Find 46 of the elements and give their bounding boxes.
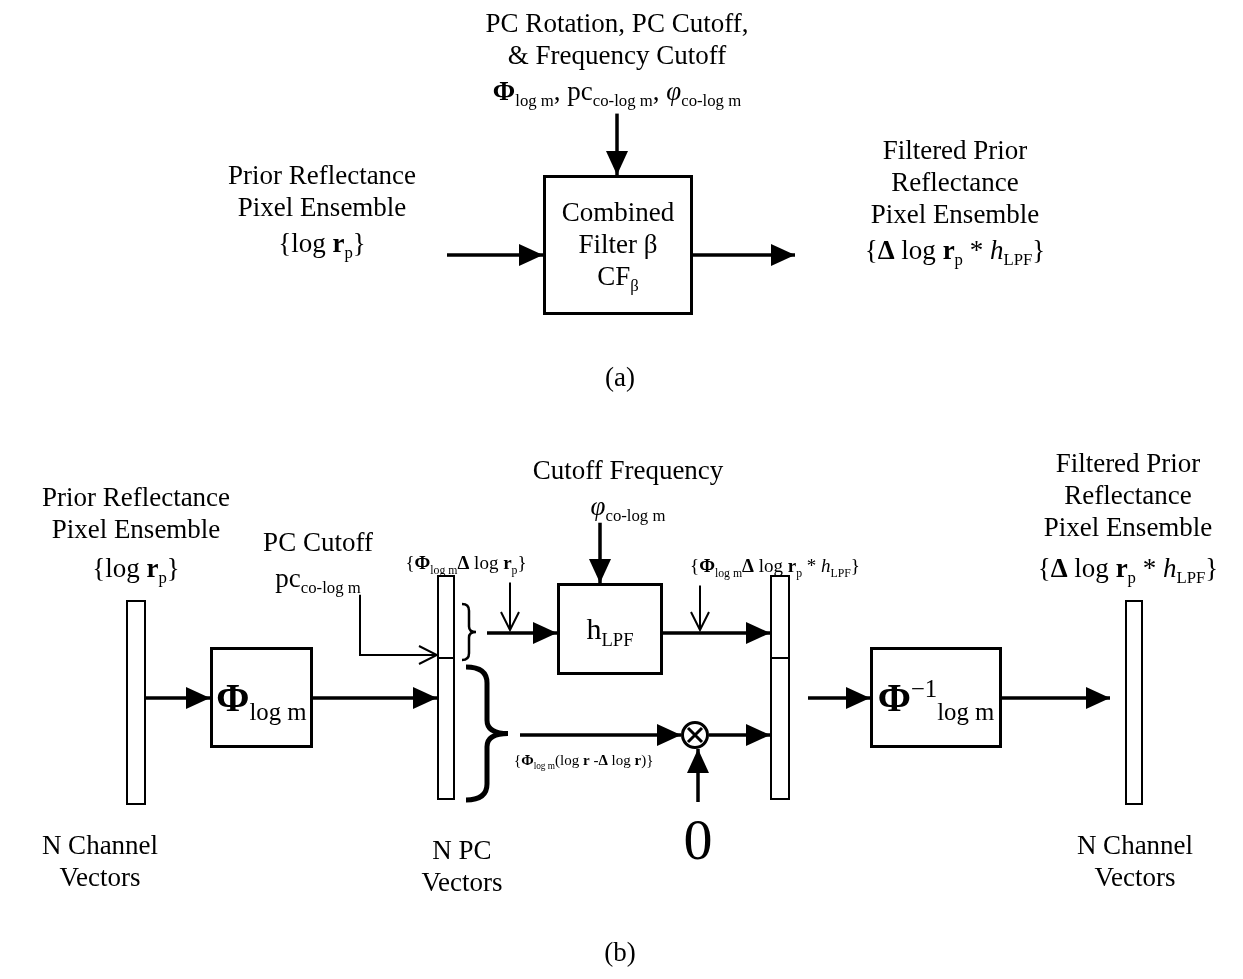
formula-text: φ$_{co-log m}$	[589, 490, 667, 523]
formula-text: 0	[682, 806, 714, 874]
vector-bar	[1125, 600, 1143, 805]
formula-text: pc$_{co-log m}$	[274, 562, 362, 595]
formula-text: {log r$_{p}$}	[277, 227, 367, 260]
caption-text: N Channel Vectors	[1075, 830, 1195, 894]
caption-text: N Channel Vectors	[40, 830, 160, 894]
multiplier-junction	[681, 721, 709, 749]
arrow	[447, 244, 543, 266]
arrow	[687, 749, 709, 802]
heading-text: PC Cutoff	[262, 527, 374, 559]
arrow	[1002, 687, 1110, 709]
formula-text: {log r$_{p}$}	[91, 553, 181, 585]
arrow	[313, 687, 437, 709]
vector-bar	[770, 575, 790, 800]
pointer-arrow	[690, 584, 710, 631]
arrow	[520, 724, 681, 746]
process-box	[210, 647, 313, 748]
vector-bar	[126, 600, 146, 805]
arrow	[589, 522, 611, 583]
process-box	[870, 647, 1002, 748]
box-label: Combined Filter β	[560, 197, 676, 261]
edge-label: {Φ$_{log m}$(log r -Δ log r)}	[512, 752, 656, 769]
process-box	[543, 175, 693, 315]
box-label: CF$_{β}$	[597, 260, 639, 293]
arrow	[606, 113, 628, 175]
pointer-arrow	[500, 581, 520, 631]
caption-text: N PC Vectors	[420, 835, 504, 899]
box-label: h$_{LPF}$	[586, 611, 634, 647]
vector-bar	[437, 575, 455, 800]
process-box	[557, 583, 663, 675]
panel-label: (b)	[603, 937, 637, 969]
arrow	[663, 622, 770, 644]
caption-text: Filtered Prior Reflectance Pixel Ensemble	[1042, 448, 1214, 544]
formula-text: Φ$_{log m}$, pc$_{co-log m}$, φ$_{co-log m}$	[491, 75, 743, 108]
arrow	[709, 724, 770, 746]
formula-text: {Δ log r$_{p}$ *h$_{LPF}$}	[1036, 553, 1220, 585]
arrow	[693, 244, 795, 266]
arrow	[146, 687, 210, 709]
arrow	[808, 687, 870, 709]
heading-text: Cutoff Frequency	[531, 455, 725, 487]
arrow	[487, 622, 557, 644]
formula-text: {Δ log r$_{p}$ *h$_{LPF}$}	[863, 234, 1047, 267]
pointer-arrow	[359, 593, 438, 665]
panel-label: (a)	[604, 362, 636, 394]
caption-text: Prior Reflectance Pixel Ensemble	[40, 482, 232, 546]
